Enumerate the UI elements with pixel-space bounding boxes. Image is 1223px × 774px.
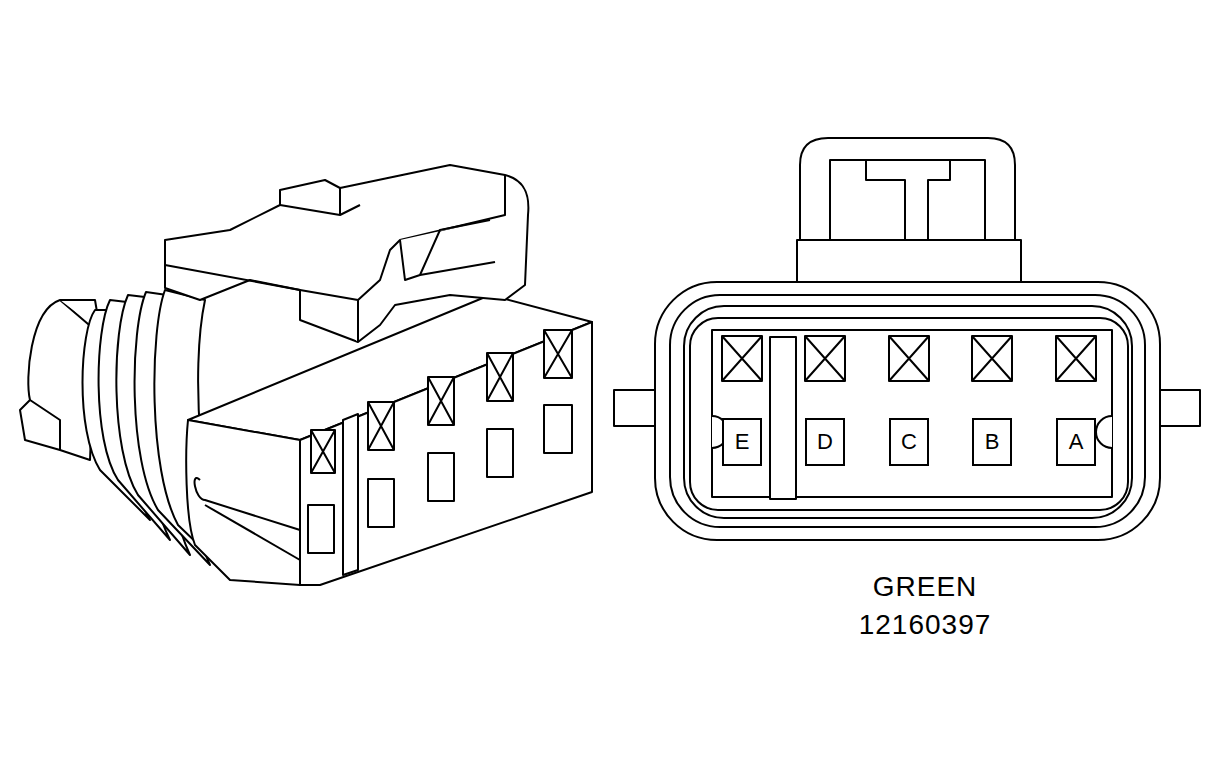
pin-label-box: D <box>805 418 845 466</box>
pin-label-box: C <box>889 418 929 466</box>
color-label: GREEN <box>873 573 978 601</box>
pin-label-box: E <box>722 418 762 466</box>
pin-letter: E <box>735 431 750 453</box>
pin-letter: A <box>1069 431 1084 453</box>
connector-face-view <box>614 138 1200 540</box>
part-number: 12160397 <box>859 611 992 639</box>
pin-label-box: A <box>1056 418 1096 466</box>
pin-letter: D <box>817 431 833 453</box>
connector-perspective <box>20 165 592 585</box>
pin-letter: C <box>901 431 917 453</box>
pin-letter: B <box>985 431 1000 453</box>
cavity-marks <box>308 330 572 553</box>
pin-label-box: B <box>972 418 1012 466</box>
